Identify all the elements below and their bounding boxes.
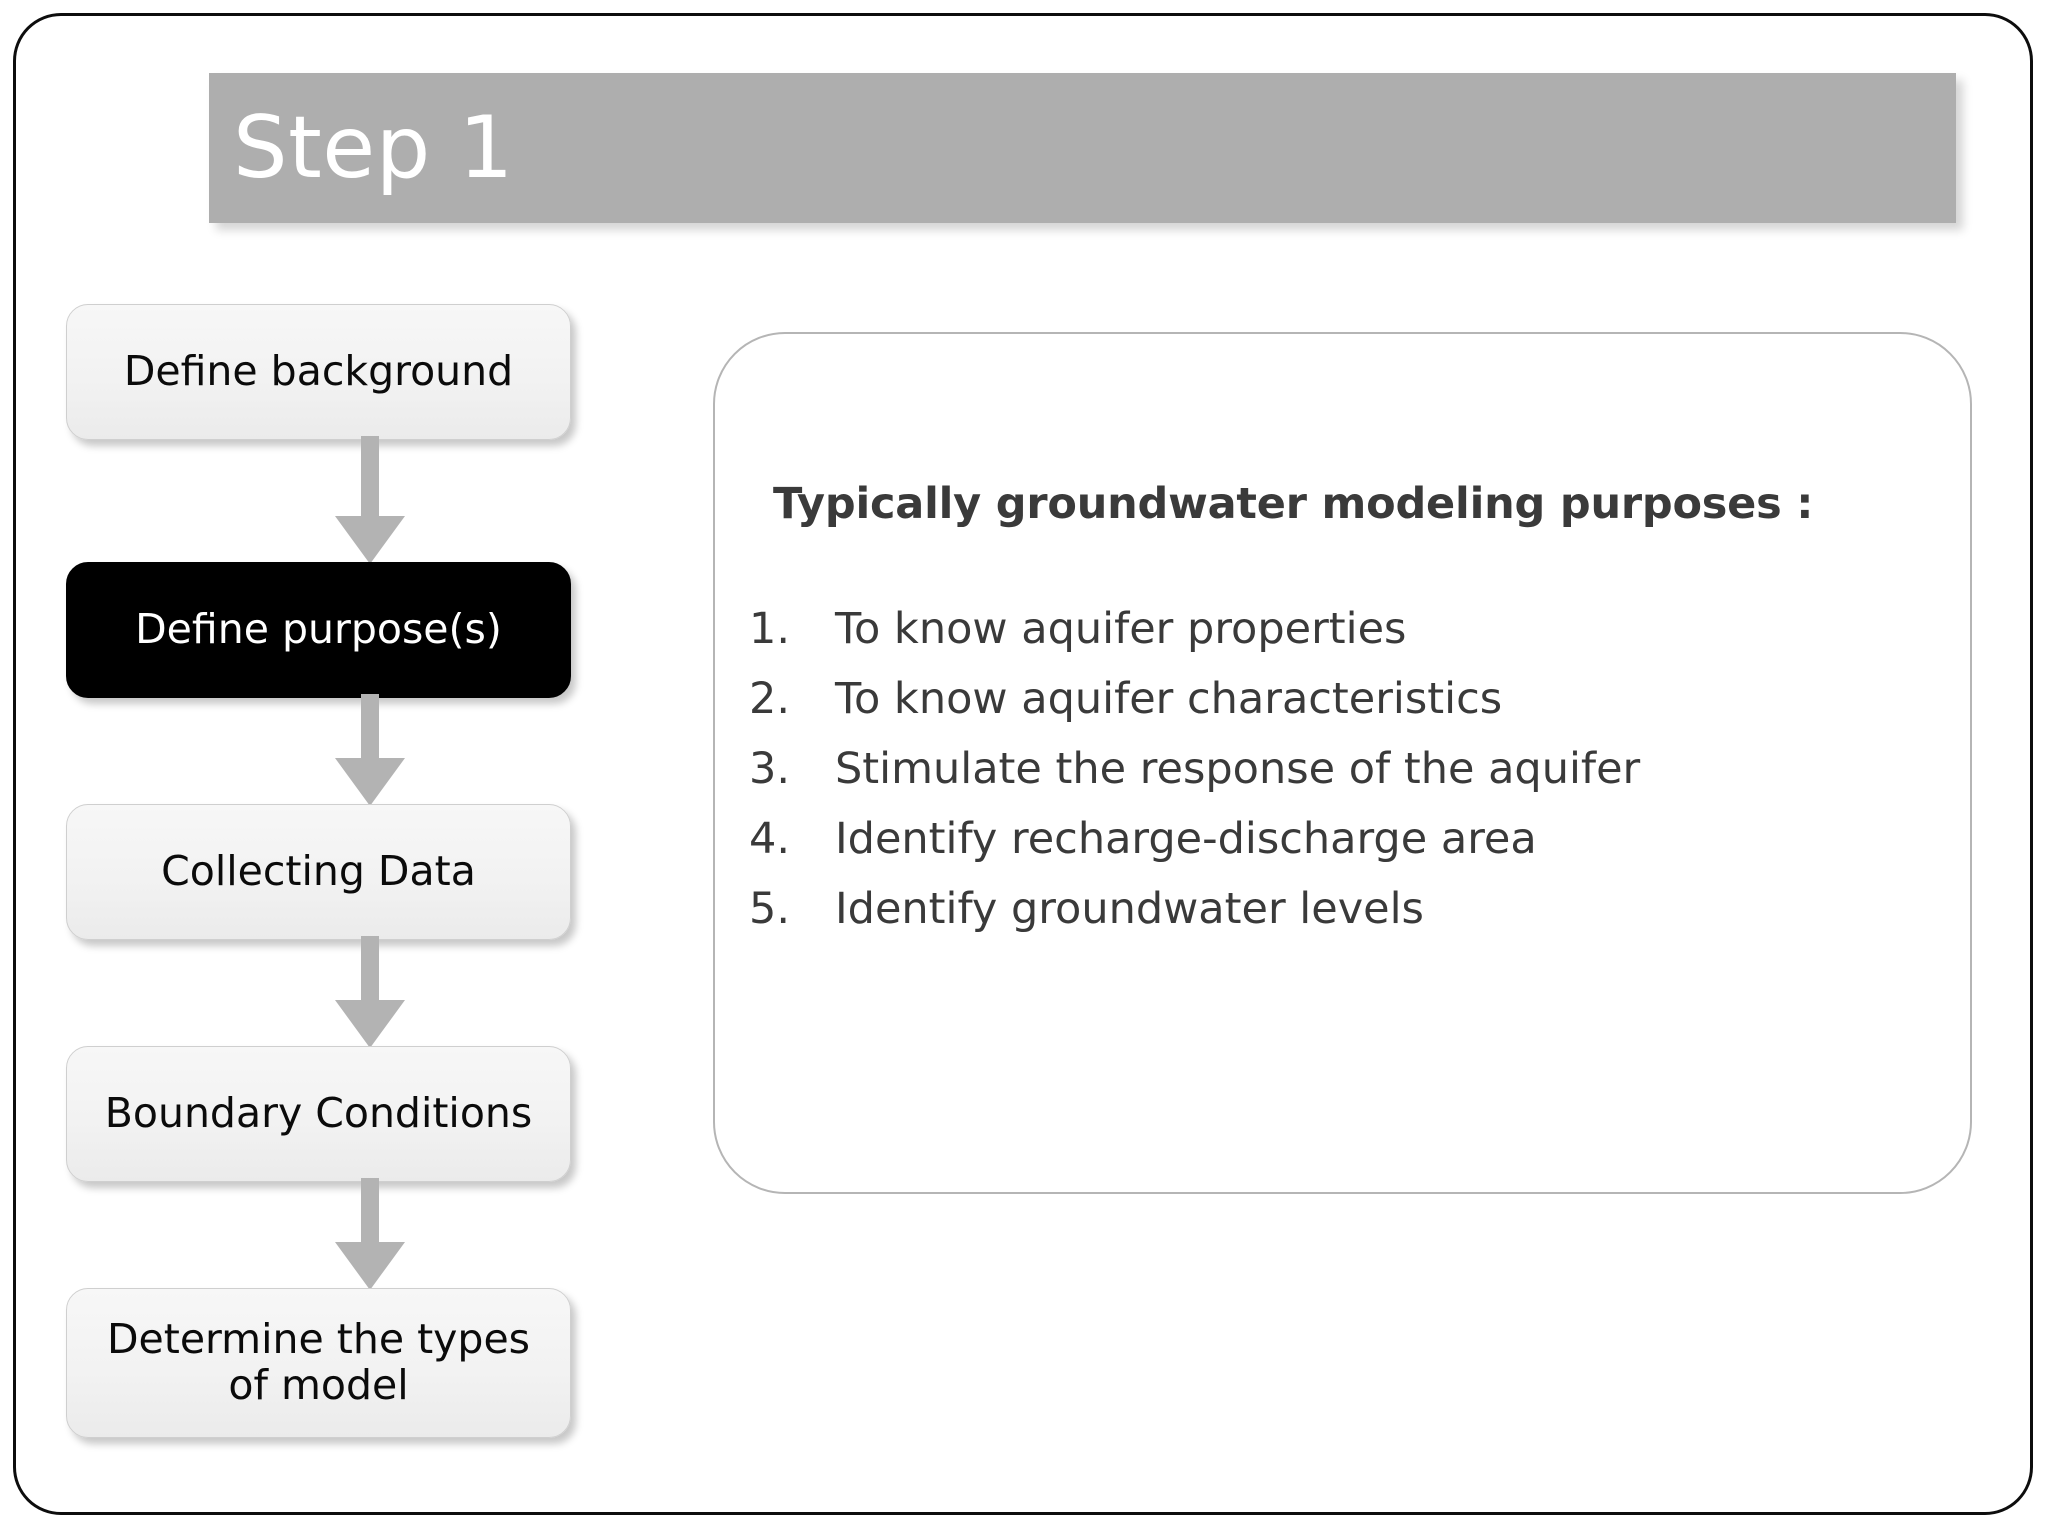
arrow-head — [335, 758, 405, 806]
panel-heading: Typically groundwater modeling purposes … — [773, 479, 1814, 529]
flow-step-label: Define background — [123, 347, 514, 396]
flow-step-label: Collecting Data — [161, 847, 476, 896]
flow-arrow-down-icon — [335, 1178, 405, 1290]
list-item-text: Identify groundwater levels — [835, 884, 1424, 934]
list-item-text: Identify recharge-discharge area — [835, 814, 1537, 864]
slide-canvas: Step 1 Define background Define purpose(… — [13, 13, 2033, 1515]
purposes-list: 1. To know aquifer properties 2. To know… — [727, 604, 1640, 954]
page-title: Step 1 — [233, 98, 514, 198]
flow-step-define-purposes[interactable]: Define purpose(s) — [66, 562, 571, 698]
flow-step-label: Define purpose(s) — [135, 605, 502, 654]
flow-step-label: Boundary Conditions — [104, 1089, 533, 1138]
list-item-text: Stimulate the response of the aquifer — [835, 744, 1641, 794]
list-item-text: To know aquifer properties — [835, 604, 1407, 654]
list-item-text: To know aquifer characteristics — [835, 674, 1503, 724]
flow-step-label: Determine the types of model — [106, 1315, 531, 1409]
list-item-number: 4. — [748, 814, 790, 864]
arrow-head — [335, 1000, 405, 1048]
content-panel: Typically groundwater modeling purposes … — [713, 332, 1972, 1194]
list-item: 5. Identify groundwater levels — [727, 884, 1640, 954]
list-item-number: 1. — [748, 604, 790, 654]
list-item-number: 2. — [748, 674, 790, 724]
list-item: 3. Stimulate the response of the aquifer — [727, 744, 1640, 814]
flow-step-boundary-conditions[interactable]: Boundary Conditions — [66, 1046, 571, 1182]
arrow-shaft — [361, 1178, 379, 1244]
arrow-shaft — [361, 936, 379, 1002]
slide-title-banner: Step 1 — [209, 73, 1956, 223]
flow-arrow-down-icon — [335, 694, 405, 806]
flow-step-define-background[interactable]: Define background — [66, 304, 571, 440]
arrow-shaft — [361, 694, 379, 760]
list-item-number: 5. — [748, 884, 790, 934]
arrow-shaft — [361, 436, 379, 518]
flow-arrow-down-icon — [335, 936, 405, 1048]
list-item: 4. Identify recharge-discharge area — [727, 814, 1640, 884]
flow-step-collecting-data[interactable]: Collecting Data — [66, 804, 571, 940]
arrow-head — [335, 1242, 405, 1290]
list-item: 1. To know aquifer properties — [727, 604, 1640, 674]
flow-arrow-down-icon — [335, 436, 405, 564]
flow-step-determine-types-of-model[interactable]: Determine the types of model — [66, 1288, 571, 1438]
list-item-number: 3. — [748, 744, 790, 794]
arrow-head — [335, 516, 405, 564]
list-item: 2. To know aquifer characteristics — [727, 674, 1640, 744]
